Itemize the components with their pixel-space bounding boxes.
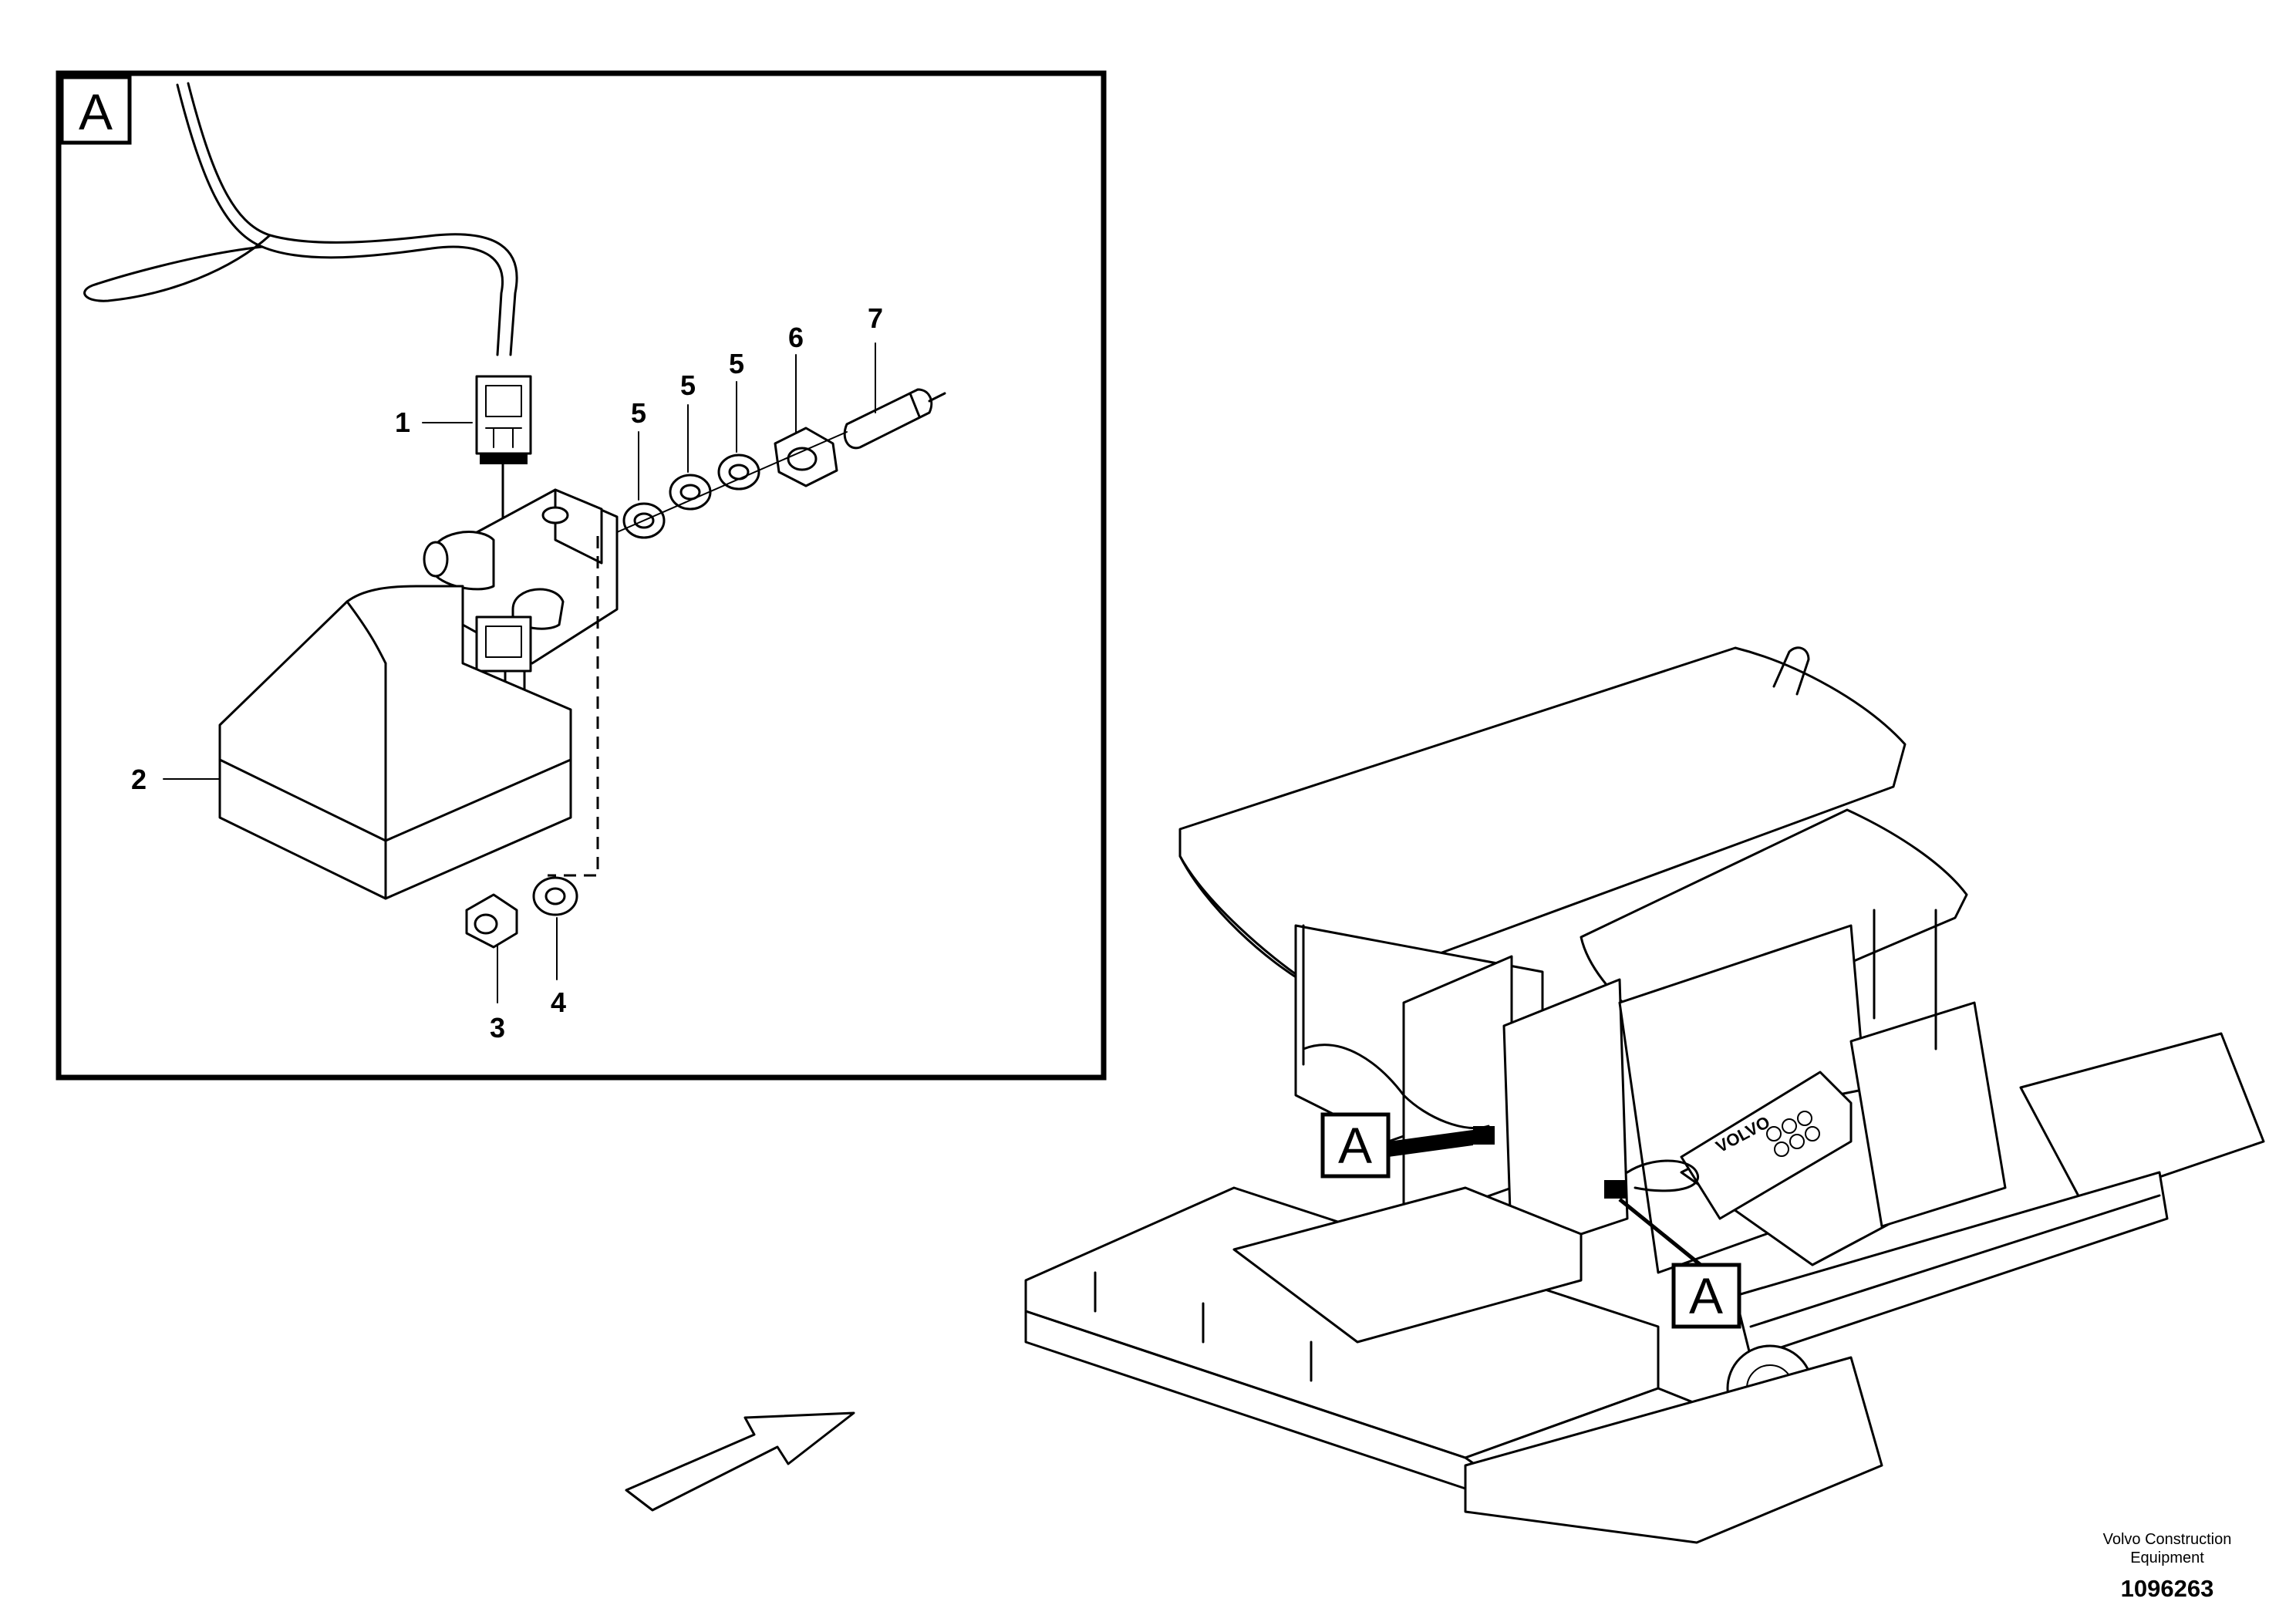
detail-label-box: [59, 75, 132, 145]
callout-1: 1: [395, 406, 410, 438]
callout-3: 3: [490, 1012, 505, 1044]
company-line-1: Volvo Construction: [2103, 1531, 2232, 1548]
cable: [176, 83, 504, 356]
callout-5b: 5: [680, 369, 696, 401]
footer: Volvo Construction Equipment 1096263: [2103, 1531, 2232, 1602]
drawing-number: 1096263: [2121, 1575, 2214, 1602]
marker-right-letter: A: [1689, 1267, 1723, 1324]
sensor-right: [1604, 1180, 1626, 1199]
washer-5c: [717, 454, 760, 491]
machine-body: VOLVO: [1294, 909, 2265, 1274]
washer-4: [532, 876, 578, 916]
location-marker-left[interactable]: A: [1320, 1112, 1473, 1179]
callout-6: 6: [788, 322, 804, 353]
machine-view: VOLVO: [1024, 646, 2265, 1544]
callout-4: 4: [551, 986, 566, 1018]
sensor-left: [1473, 1126, 1495, 1145]
nut-3: [465, 893, 518, 949]
callout-5c: 5: [729, 348, 744, 379]
screed: [1024, 1186, 1883, 1544]
company-line-2: Equipment: [2130, 1549, 2204, 1566]
marker-left-letter: A: [1338, 1117, 1372, 1174]
washer-5b: [669, 474, 712, 511]
pin-7: [843, 388, 946, 450]
direction-arrow: [625, 1411, 855, 1512]
sensor-housing: [218, 585, 572, 900]
callout-5a: 5: [631, 397, 646, 429]
location-marker-right[interactable]: A: [1618, 1198, 1741, 1329]
callout-7: 7: [868, 302, 883, 334]
detail-label-letter: A: [79, 83, 113, 140]
connector-plug: [475, 375, 532, 464]
detail-view-a: A: [56, 70, 1107, 1081]
callout-2: 2: [131, 764, 147, 795]
control-panel: [1680, 1071, 1853, 1220]
